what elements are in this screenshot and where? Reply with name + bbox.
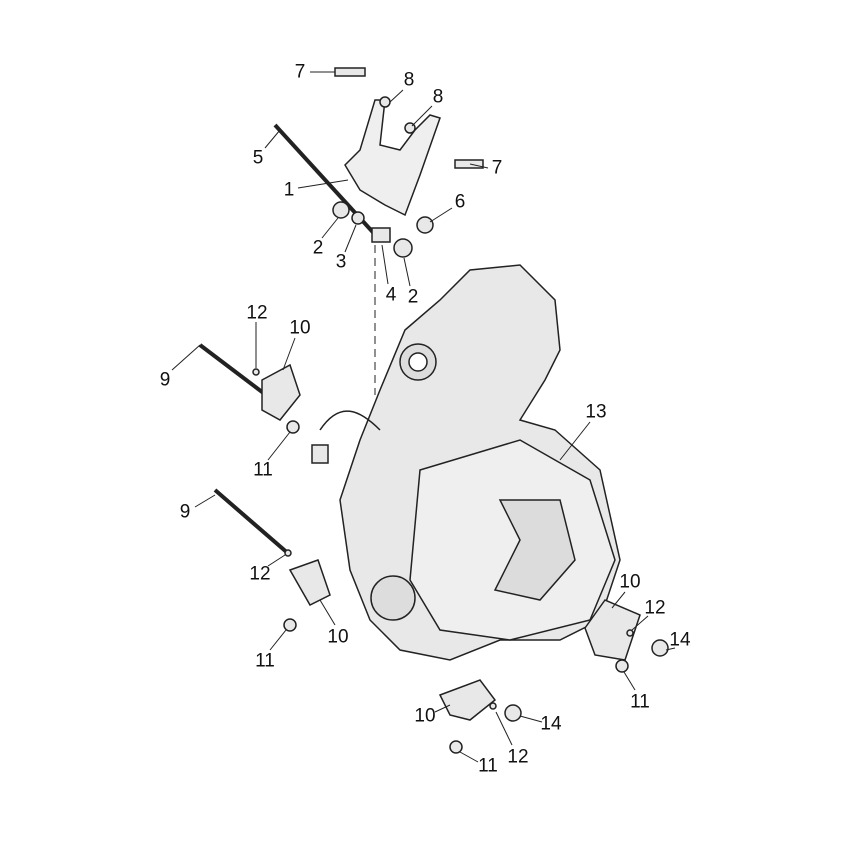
callout-10: 10 [619, 571, 641, 593]
callout-1: 1 [283, 179, 295, 201]
callout-12: 12 [644, 597, 666, 619]
callout-7: 7 [491, 157, 503, 179]
mount-10-d [438, 679, 497, 721]
mount-10-c [584, 599, 641, 661]
callout-8: 8 [403, 69, 415, 91]
callout-5: 5 [252, 147, 264, 169]
callout-2: 2 [407, 286, 419, 308]
callout-4: 4 [385, 284, 397, 306]
callout-14: 14 [669, 629, 691, 651]
callout-11: 11 [253, 459, 273, 481]
callout-12: 12 [507, 746, 529, 768]
callout-14: 14 [540, 713, 562, 735]
callout-10: 10 [289, 317, 311, 339]
callout-9: 9 [159, 369, 171, 391]
mount-10-b [288, 559, 331, 606]
bracket-1 [344, 99, 441, 217]
callout-12: 12 [249, 563, 271, 585]
callout-11: 11 [478, 755, 498, 777]
callout-3: 3 [335, 251, 347, 273]
callout-10: 10 [414, 705, 436, 727]
callout-12: 12 [246, 302, 268, 324]
callout-11: 11 [255, 650, 275, 672]
callout-9: 9 [179, 501, 191, 523]
callout-2: 2 [312, 237, 324, 259]
callout-7: 7 [294, 61, 306, 83]
callout-6: 6 [454, 191, 466, 213]
callout-10: 10 [327, 626, 349, 648]
mount-10-a [261, 363, 301, 421]
callout-13: 13 [585, 401, 607, 423]
callout-8: 8 [432, 86, 444, 108]
callout-11: 11 [630, 691, 650, 713]
stator-cover [370, 575, 416, 621]
